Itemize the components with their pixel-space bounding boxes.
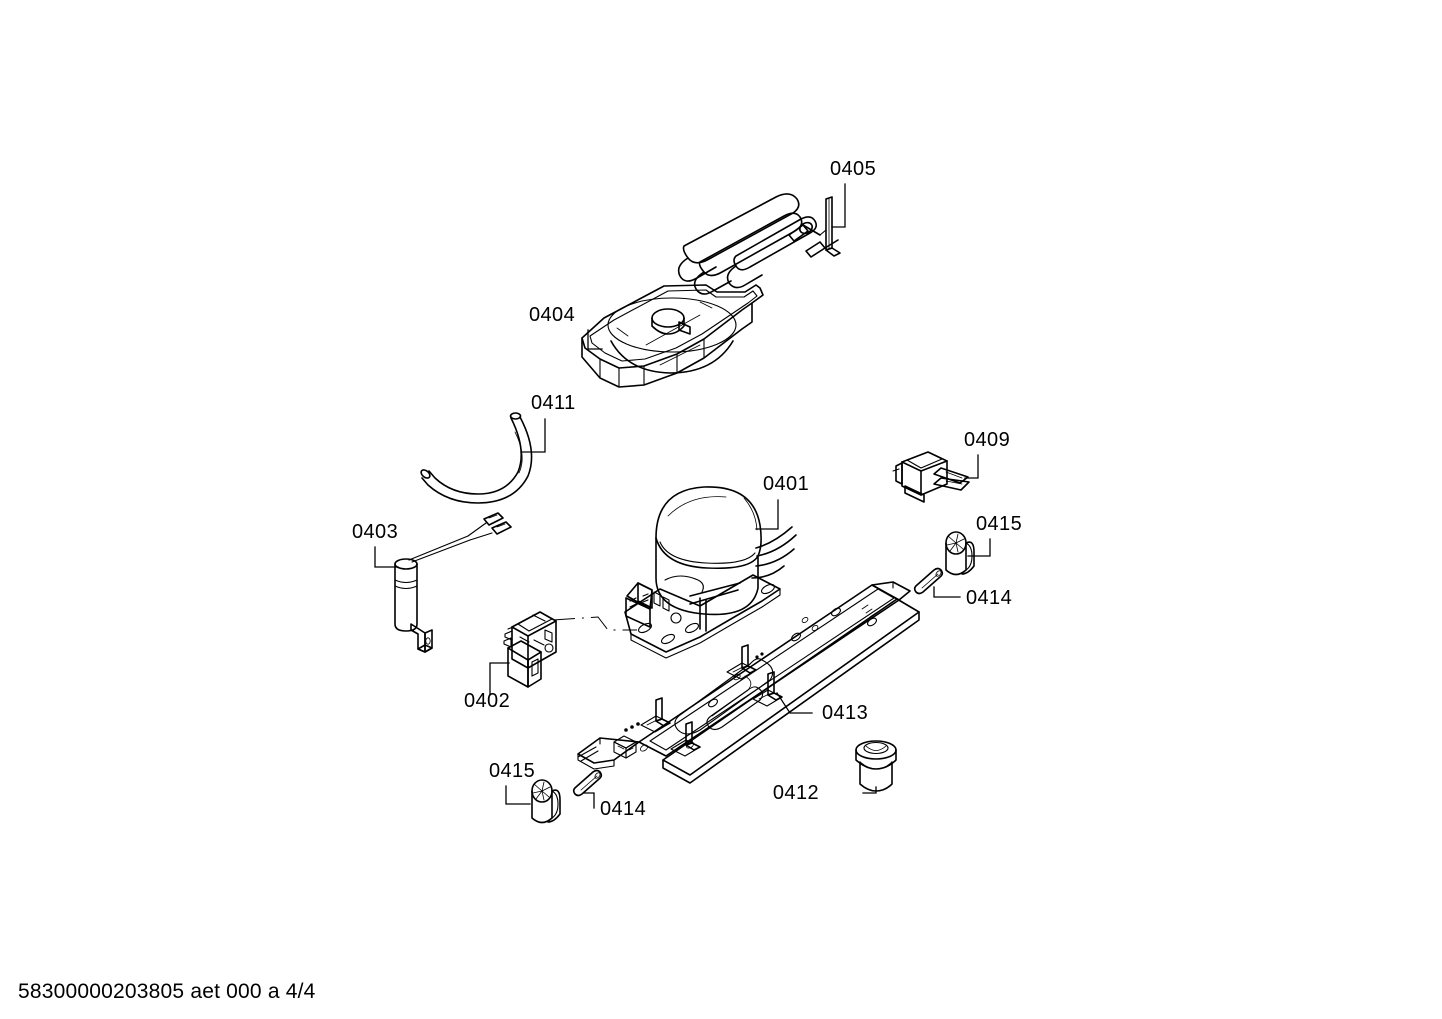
label-0415-right: 0415: [976, 513, 1022, 535]
part-0411-drain-hose[interactable]: 0411: [420, 392, 576, 504]
label-0409: 0409: [964, 429, 1010, 451]
label-0403: 0403: [352, 521, 398, 543]
leader-0415-right: [967, 538, 991, 557]
part-0404-evaporation-drip-tray[interactable]: 0404: [529, 284, 764, 388]
label-0412: 0412: [773, 782, 819, 804]
label-0414-right: 0414: [966, 587, 1012, 609]
leader-0401: [755, 499, 779, 530]
footer-document-id: 58300000203805 aet 000 a 4/4: [18, 980, 316, 1003]
label-0415-left: 0415: [489, 760, 535, 782]
leader-0402: [489, 662, 510, 696]
part-0405-defrost-heater-element[interactable]: 0405: [677, 158, 876, 295]
label-0405: 0405: [830, 158, 876, 180]
label-0402: 0402: [464, 690, 510, 712]
label-0414-left: 0414: [600, 798, 646, 820]
leader-0405: [831, 183, 846, 228]
part-0414-mounting-sleeve-left[interactable]: 0414: [572, 769, 646, 821]
leader-0414-left: [583, 792, 595, 809]
part-0415-rubber-grommet-left[interactable]: 0415: [489, 760, 561, 824]
leader-0409: [964, 454, 979, 479]
leader-0404: [587, 329, 603, 350]
part-0415-rubber-grommet-right[interactable]: 0415: [945, 513, 1022, 576]
leader-0415-left: [505, 785, 531, 805]
leader-0413: [776, 692, 813, 714]
rail-tab-3: [640, 697, 671, 733]
label-0404: 0404: [529, 304, 575, 326]
label-0401: 0401: [763, 473, 809, 495]
part-0401-compressor[interactable]: 0401: [624, 473, 809, 659]
part-0414-mounting-sleeve-right[interactable]: 0414: [913, 567, 1012, 610]
leader-0411: [520, 418, 546, 453]
leader-0412: [862, 786, 877, 794]
part-0412-rubber-foot[interactable]: 0412: [773, 740, 897, 804]
leader-0414-right: [933, 586, 961, 598]
leader-0403: [374, 546, 399, 568]
part-0409-start-relay[interactable]: 0409: [892, 429, 1010, 503]
rail-tab-2: [752, 671, 783, 707]
part-0413-compressor-mounting-rail[interactable]: 0413: [577, 581, 920, 784]
part-0403-run-capacitor[interactable]: 0403: [352, 512, 512, 653]
assembly-leader-0402: [552, 616, 637, 631]
rail-tab-1: [726, 644, 757, 680]
label-0411: 0411: [531, 392, 576, 414]
part-0402-terminal-box[interactable]: 0402: [464, 611, 637, 712]
rail-tab-4: [670, 721, 701, 757]
label-0413: 0413: [822, 702, 868, 724]
